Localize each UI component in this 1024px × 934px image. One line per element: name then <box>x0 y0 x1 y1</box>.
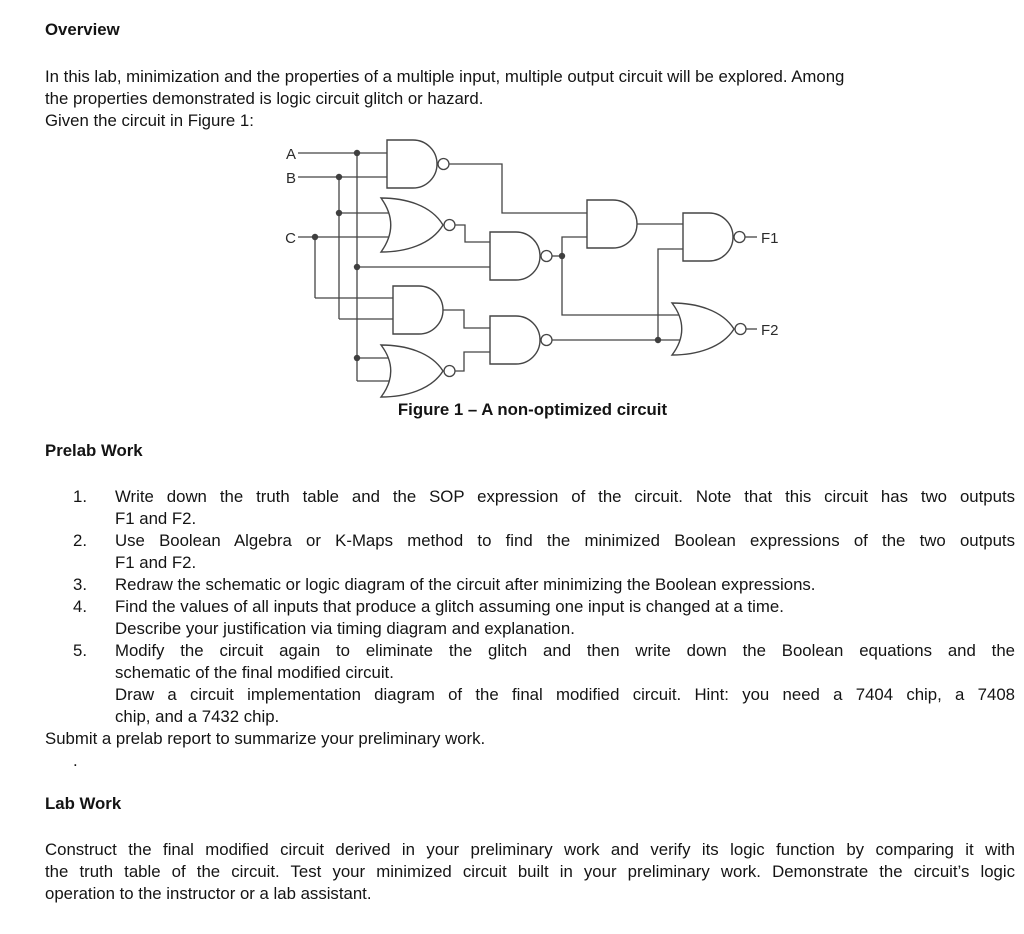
overview-paragraph: In this lab, minimization and the proper… <box>45 66 1015 132</box>
junction-dot <box>353 354 361 362</box>
gate-and-6 <box>392 285 444 335</box>
text-line: Use Boolean Algebra or K-Maps method to … <box>115 531 1015 550</box>
wire-nand3-to-and4 <box>561 236 587 256</box>
junction-dot <box>311 233 319 241</box>
list-number: 2. <box>73 531 87 550</box>
text-line: operation to the instructor or a lab ass… <box>45 884 372 903</box>
label-input-b: B <box>286 170 296 187</box>
text-line: Write down the truth table and the SOP e… <box>115 487 1015 506</box>
inverter-bubble <box>733 230 746 244</box>
wire-nand8-to-nand5 <box>657 248 683 340</box>
inverter-bubble <box>540 333 553 347</box>
text-line: chip, and a 7432 chip. <box>115 707 280 726</box>
lab-work-heading: Lab Work <box>45 794 122 813</box>
gate-nand-1 <box>386 139 450 189</box>
list-item: 3. Redraw the schematic or logic diagram… <box>73 574 1015 596</box>
text-line: the truth table of the circuit. Test you… <box>45 862 1015 881</box>
text-line: Redraw the schematic or logic diagram of… <box>115 575 816 594</box>
overview-heading: Overview <box>45 20 120 39</box>
list-item: 5. Modify the circuit again to eliminate… <box>73 640 1015 728</box>
prelab-heading: Prelab Work <box>45 441 143 460</box>
wire-nor7-to-nand8 <box>454 351 490 372</box>
text-line: Draw a circuit implementation diagram of… <box>115 685 1015 704</box>
gate-and-4 <box>586 199 638 249</box>
list-item: 1. Write down the truth table and the SO… <box>73 486 1015 530</box>
junction-dot <box>353 263 361 271</box>
prelab-list: 1. Write down the truth table and the SO… <box>73 486 1015 728</box>
inverter-bubble <box>734 322 747 336</box>
text-line: the properties demonstrated is logic cir… <box>45 89 484 108</box>
junction-dot <box>335 209 343 217</box>
text-line: Construct the final modified circuit der… <box>45 840 1015 859</box>
text-line: Describe your justification via timing d… <box>115 619 575 638</box>
junction-dot <box>353 149 361 157</box>
gate-nor-7 <box>379 344 456 398</box>
wire-nor2-to-nand3 <box>454 224 490 243</box>
lab-work-paragraph: Construct the final modified circuit der… <box>45 839 1015 905</box>
inverter-bubble <box>437 157 450 171</box>
list-item: 2. Use Boolean Algebra or K-Maps method … <box>73 530 1015 574</box>
inverter-bubble <box>540 249 553 263</box>
text-line: Given the circuit in Figure 1: <box>45 111 254 130</box>
list-number: 5. <box>73 641 87 660</box>
label-output-f1: F1 <box>761 230 779 247</box>
text-line: Find the values of all inputs that produ… <box>115 597 784 616</box>
gate-nor-2 <box>379 197 456 253</box>
circuit-wires <box>298 152 757 382</box>
label-input-a: A <box>286 146 296 163</box>
list-item: 4. Find the values of all inputs that pr… <box>73 596 1015 640</box>
submit-line: Submit a prelab report to summarize your… <box>45 729 486 748</box>
wire-nand1-to-and4 <box>448 163 587 214</box>
junction-dot <box>558 252 566 260</box>
list-number: 4. <box>73 597 87 616</box>
gate-nand-3 <box>489 231 553 281</box>
stray-period: . <box>73 751 78 770</box>
list-number: 1. <box>73 487 87 506</box>
gate-nand-8 <box>489 315 553 365</box>
list-number: 3. <box>73 575 87 594</box>
text-line: F1 and F2. <box>115 553 197 572</box>
inverter-bubble <box>443 364 456 378</box>
junction-dots <box>311 149 662 362</box>
label-output-f2: F2 <box>761 322 779 339</box>
label-input-c: C <box>285 230 296 247</box>
wire-and6-to-nand8 <box>443 309 490 329</box>
text-line: Modify the circuit again to eliminate th… <box>115 641 1015 660</box>
figure-caption: Figure 1 – A non-optimized circuit <box>397 400 668 419</box>
inverter-bubble <box>443 218 456 232</box>
gate-nand-5-f1 <box>682 212 746 262</box>
text-line: In this lab, minimization and the proper… <box>45 67 845 86</box>
gate-nor-9-f2 <box>670 302 747 356</box>
junction-dot <box>335 173 343 181</box>
figure-1-circuit-diagram: A B C F1 F2 <box>285 139 779 398</box>
wire-nand3-to-nor9 <box>561 256 686 316</box>
junction-dot <box>654 336 662 344</box>
text-line: schematic of the final modified circuit. <box>115 663 394 682</box>
text-line: F1 and F2. <box>115 509 197 528</box>
